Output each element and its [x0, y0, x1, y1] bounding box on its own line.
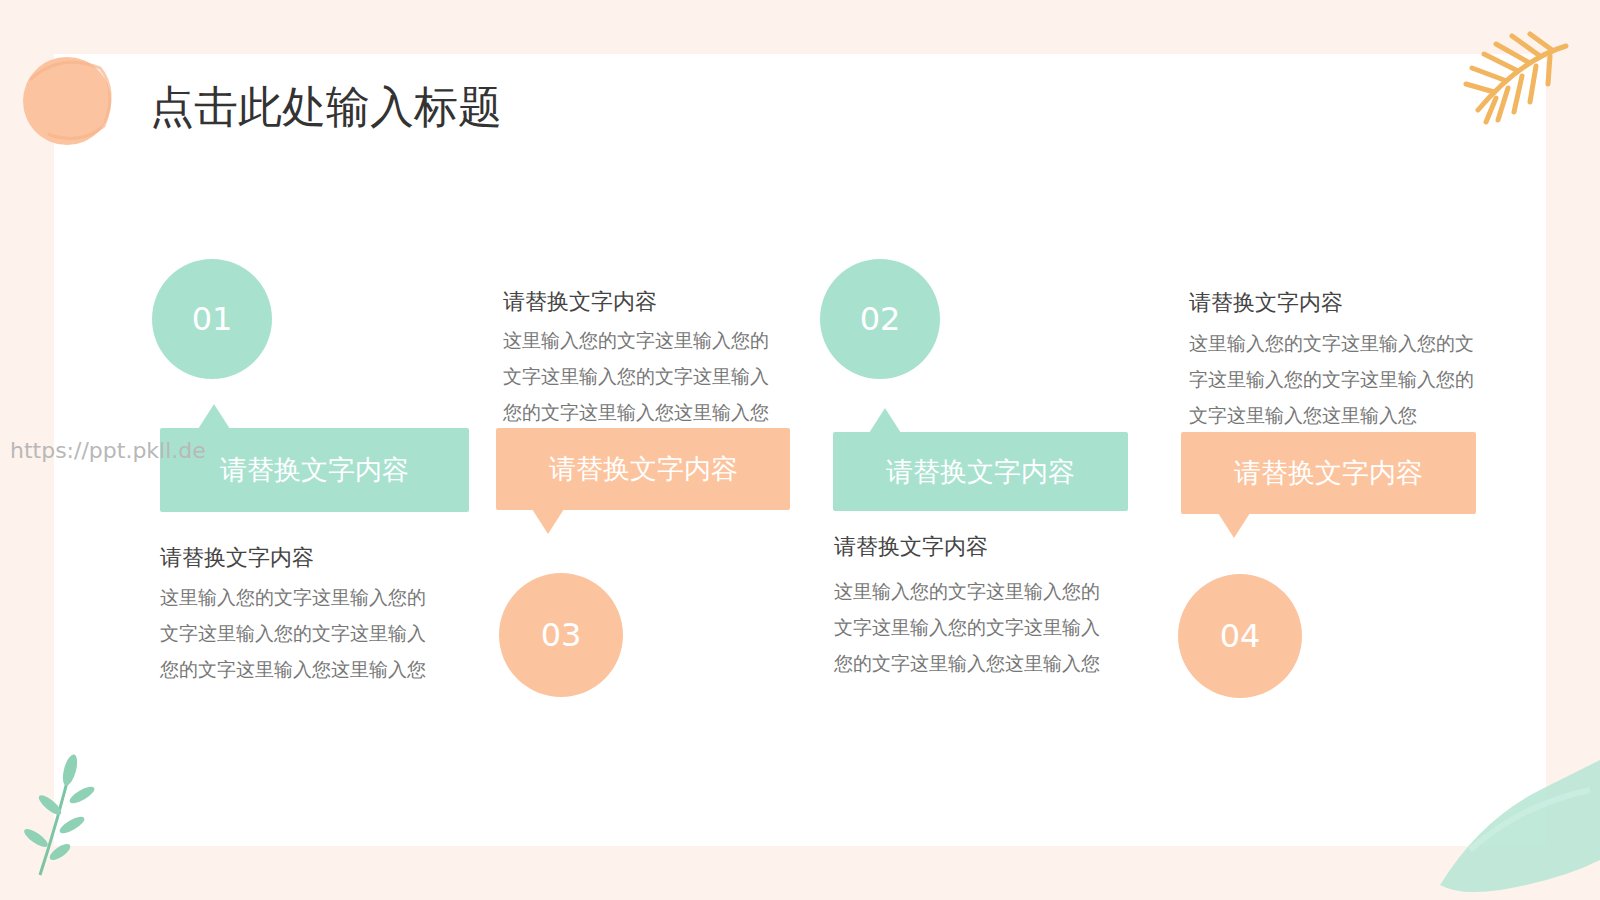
pointer-shape: [198, 404, 230, 429]
pointer-shape: [532, 509, 564, 534]
step-number: 04: [1220, 617, 1261, 655]
brush-stroke: [30, 62, 110, 138]
box-label: 请替换文字内容: [886, 454, 1075, 490]
step-number: 03: [541, 616, 582, 654]
green-leaf: [22, 753, 97, 875]
text-heading: 请替换文字内容: [834, 533, 1134, 562]
number-circle: 04: [1178, 574, 1302, 698]
pointer-shape: [1218, 513, 1250, 538]
callout-box: 请替换文字内容: [160, 428, 469, 512]
text-body: 这里输入您的文字这里输入您的文 字这里输入您的文字这里输入您的 文字这里输入您这…: [1189, 325, 1481, 433]
number-circle: 02: [820, 259, 940, 379]
teal-brush: [1440, 760, 1600, 892]
step-number: 02: [860, 300, 901, 338]
number-circle: 03: [499, 573, 623, 697]
watermark: https://ppt.pkll.de: [10, 437, 270, 466]
callout-pointer: [867, 407, 903, 433]
orange-leaf: [1466, 34, 1566, 122]
text-body: 这里输入您的文字这里输入您的 文字这里输入您的文字这里输入 您的文字这里输入您这…: [160, 579, 435, 687]
brush-stroke: [1470, 790, 1590, 850]
callout-pointer: [196, 403, 232, 429]
brush-circle: [23, 57, 111, 145]
text-heading: 请替换文字内容: [1189, 289, 1489, 318]
callout-box: 请替换文字内容: [496, 428, 790, 510]
callout-pointer: [530, 509, 566, 535]
text-body: 这里输入您的文字这里输入您的 文字这里输入您的文字这里输入 您的文字这里输入您这…: [503, 322, 778, 430]
box-label: 请替换文字内容: [1234, 455, 1423, 491]
callout-pointer: [1216, 513, 1252, 539]
text-heading: 请替换文字内容: [160, 544, 460, 573]
text-body: 这里输入您的文字这里输入您的 文字这里输入您的文字这里输入 您的文字这里输入您这…: [834, 573, 1109, 681]
slide-title: 点击此处输入标题: [150, 78, 502, 137]
box-label: 请替换文字内容: [549, 451, 738, 487]
callout-box: 请替换文字内容: [1181, 432, 1476, 514]
box-label: 请替换文字内容: [220, 452, 409, 488]
step-number: 01: [192, 300, 233, 338]
callout-box: 请替换文字内容: [833, 432, 1128, 511]
text-heading: 请替换文字内容: [503, 288, 803, 317]
pointer-shape: [869, 408, 901, 433]
number-circle: 01: [152, 259, 272, 379]
